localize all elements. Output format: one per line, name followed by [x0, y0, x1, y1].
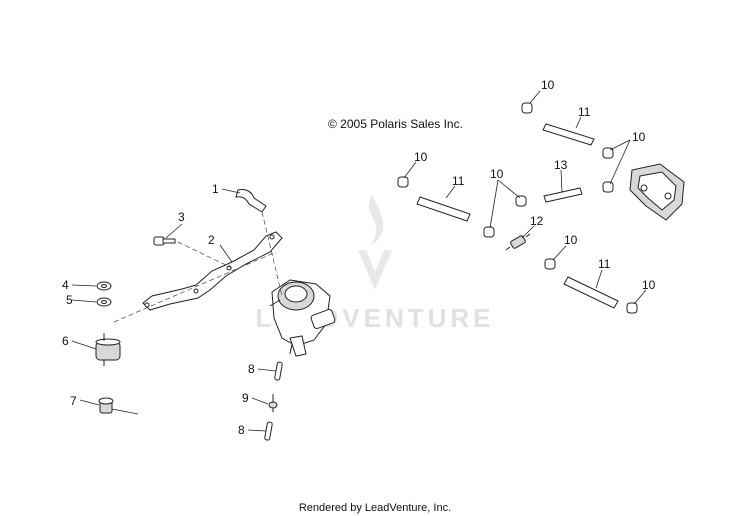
part-hose-lower [563, 276, 619, 309]
leader-1 [221, 188, 241, 194]
callout-10: 10 [414, 150, 428, 164]
part-rubber-mount [95, 333, 121, 366]
part-clamp [626, 302, 638, 314]
callout-10: 10 [541, 78, 555, 92]
callout-6: 6 [62, 334, 69, 348]
part-clamp [602, 147, 614, 159]
callout-11: 11 [452, 174, 465, 188]
callout-2: 2 [208, 233, 215, 247]
leader-11 [445, 185, 456, 199]
callout-8-lower: 8 [238, 423, 245, 437]
leader-4 [71, 284, 97, 287]
part-fitting [268, 394, 278, 412]
callout-7: 7 [70, 394, 77, 408]
callout-10: 10 [632, 130, 646, 144]
callout-13: 13 [554, 158, 568, 172]
leader-7-tail [111, 408, 139, 415]
part-pin-lower [264, 421, 273, 441]
leader-8-lower [247, 429, 267, 432]
leader-10 [529, 90, 541, 104]
leader-12 [521, 225, 535, 239]
assembly-line-screw [177, 241, 233, 269]
part-clamp [521, 102, 533, 114]
part-bushing [98, 397, 114, 414]
leader-5 [71, 299, 97, 303]
callout-11: 11 [598, 257, 611, 271]
callout-5: 5 [66, 293, 73, 307]
leader-10 [609, 139, 631, 151]
leader-10 [609, 139, 631, 185]
leader-11 [595, 269, 603, 289]
part-screw [153, 236, 176, 246]
part-hose [235, 189, 267, 213]
part-hose-upper [542, 123, 595, 146]
callout-12: 12 [530, 214, 544, 228]
callout-4: 4 [62, 278, 69, 292]
part-clamp [515, 195, 527, 207]
leader-11 [575, 116, 582, 129]
part-clamp [602, 181, 614, 193]
leader-8-upper [257, 368, 277, 372]
leader-6 [71, 340, 97, 350]
leader-7 [79, 399, 100, 406]
leader-10 [633, 289, 647, 305]
callout-1: 1 [212, 182, 219, 196]
part-carburetor [269, 279, 336, 357]
part-fuel-pump [629, 163, 685, 221]
part-clamp [483, 226, 495, 238]
callout-11: 11 [578, 105, 591, 119]
part-bracket [142, 231, 283, 311]
part-washer [96, 297, 112, 307]
part-clamp [397, 176, 409, 188]
callout-8-upper: 8 [248, 362, 255, 376]
part-check-valve [505, 233, 531, 251]
leader-9 [251, 397, 269, 405]
callout-10: 10 [564, 233, 578, 247]
leader-13 [560, 169, 563, 193]
callout-3: 3 [178, 210, 185, 224]
copyright-notice: © 2005 Polaris Sales Inc. [328, 117, 463, 131]
callout-10: 10 [490, 167, 504, 181]
part-tube [543, 187, 583, 203]
callout-9: 9 [242, 391, 249, 405]
leader-2 [219, 244, 233, 263]
leader-10 [403, 161, 417, 179]
leader-3 [165, 223, 183, 239]
part-clamp [544, 258, 556, 270]
leader-10 [552, 245, 567, 261]
part-nut [96, 281, 112, 291]
leader-10 [489, 179, 499, 229]
assembly-line-mount [113, 251, 277, 323]
part-hose-middle [416, 196, 471, 222]
leader-10 [497, 179, 521, 199]
callout-10: 10 [642, 278, 656, 292]
footer-credit: Rendered by LeadVenture, Inc. [299, 502, 451, 514]
